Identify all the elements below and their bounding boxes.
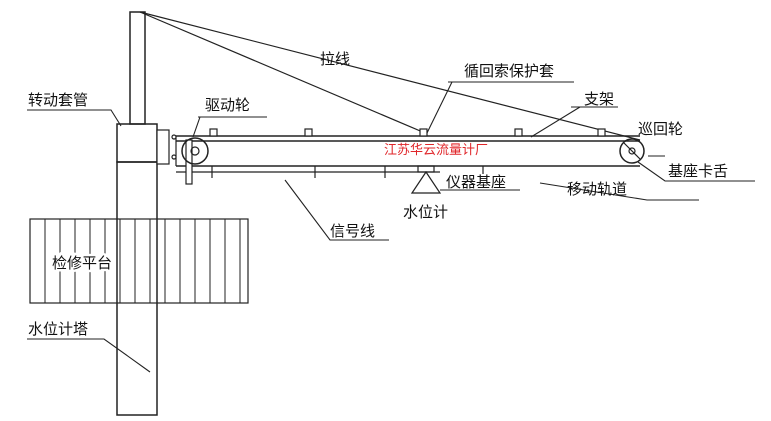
cable-guard-blocks — [209, 128, 606, 137]
tower-mast-top — [129, 11, 146, 125]
leader-lines — [27, 81, 755, 373]
label-rotating-sleeve: 转动套管 — [28, 91, 88, 109]
label-instrument-base: 仪器基座 — [446, 173, 506, 191]
label-drive-wheel: 驱动轮 — [205, 96, 250, 114]
drive-wheel — [181, 137, 209, 165]
label-cable-guard: 循回索保护套 — [464, 62, 554, 80]
label-return-wheel: 巡回轮 — [638, 120, 683, 138]
label-pull-wire: 拉线 — [320, 50, 350, 68]
label-base-clamp: 基座卡舌 — [668, 162, 728, 180]
mount-plate — [156, 129, 193, 185]
watermark-text: 江苏华云流量计厂 — [384, 142, 488, 158]
track-hangers — [211, 166, 484, 178]
label-bracket: 支架 — [584, 90, 614, 108]
return-wheel — [619, 138, 645, 164]
label-maintenance-platform: 检修平台 — [52, 254, 112, 272]
pull-wire-to-end — [139, 11, 641, 141]
label-gauge-tower: 水位计塔 — [28, 320, 88, 338]
rotating-sleeve — [116, 123, 158, 163]
pull-wire-to-mid — [139, 11, 426, 134]
maintenance-platform — [29, 218, 249, 304]
tower-column — [116, 161, 158, 416]
label-level-gauge: 水位计 — [403, 203, 448, 221]
label-signal-cable: 信号线 — [330, 222, 375, 240]
bracket-boom — [175, 135, 640, 173]
label-moving-track: 移动轨道 — [567, 180, 627, 198]
instrument-base — [410, 165, 442, 194]
